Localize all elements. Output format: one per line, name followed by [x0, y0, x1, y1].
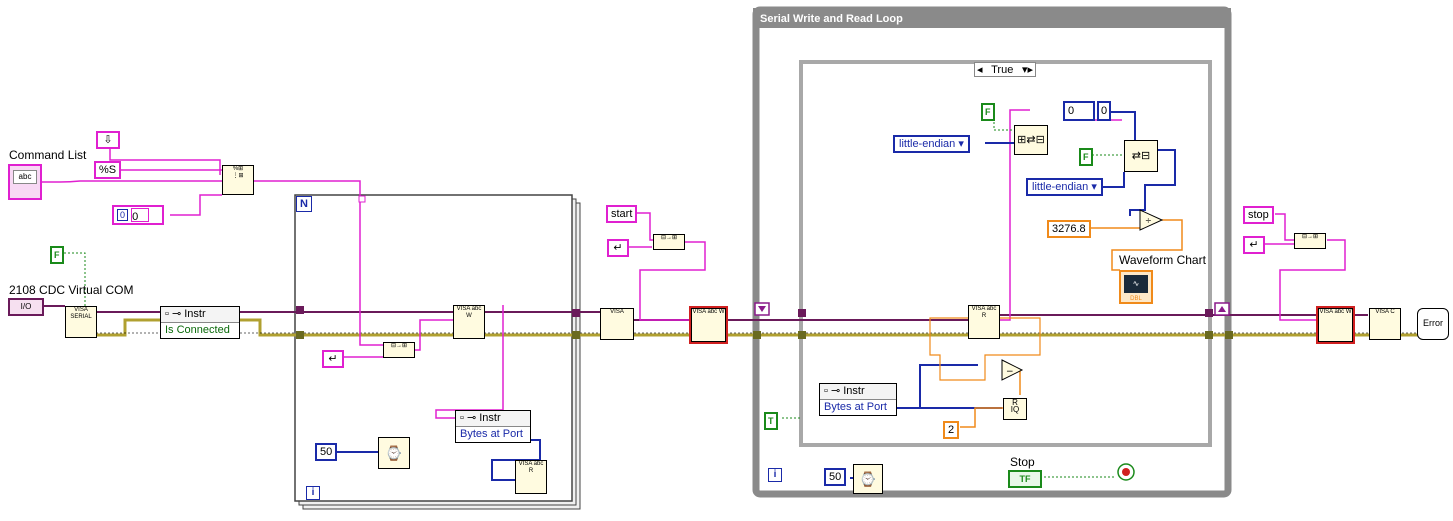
- wait-ms-const-1[interactable]: 50: [315, 443, 338, 461]
- stop-terminal: [1117, 463, 1135, 481]
- array-const[interactable]: 0: [1063, 101, 1095, 121]
- false-const-2[interactable]: F: [981, 103, 995, 121]
- wait-ms-node-2[interactable]: ⌚: [853, 464, 883, 494]
- property-node-class: ▫ ⊸ Instr: [161, 307, 239, 323]
- svg-text:−: −: [1006, 367, 1014, 377]
- property-node-property: Is Connected: [161, 323, 239, 338]
- true-const[interactable]: T: [764, 412, 778, 430]
- case-dropdown-icon[interactable]: ▾▸: [1021, 64, 1033, 76]
- string-wires: [40, 109, 1346, 419]
- visa-flush-node[interactable]: VISA: [600, 308, 634, 340]
- line-feed-const-3[interactable]: ↵: [1243, 236, 1265, 254]
- command-list-icon: abc: [13, 170, 37, 184]
- waveform-chart-terminal[interactable]: ∿ DBL: [1119, 270, 1153, 304]
- subtract-node: −: [1001, 359, 1024, 381]
- scale-const[interactable]: 3276.8: [1047, 220, 1091, 238]
- visa-write-node-1[interactable]: VISA abc W: [453, 305, 485, 339]
- stop-control-label: Stop: [1010, 455, 1035, 469]
- while-loop-index-terminal: i: [768, 468, 782, 482]
- stop-control[interactable]: TF: [1008, 470, 1042, 488]
- bool-wires: [64, 110, 1122, 478]
- line-feed-const-1[interactable]: ↵: [322, 350, 344, 368]
- false-const-1[interactable]: F: [50, 246, 64, 264]
- while-loop-title: Serial Write and Read Loop: [760, 13, 903, 25]
- shift-register-left: [754, 302, 770, 316]
- property-node-bytes-at-port-1[interactable]: ▫ ⊸ Instr Bytes at Port: [455, 410, 531, 443]
- svg-text:÷: ÷: [1145, 216, 1152, 225]
- command-list-label: Command List: [9, 148, 87, 162]
- wait-ms-node-1[interactable]: ⌚: [378, 437, 410, 469]
- for-loop-frame: [294, 194, 581, 510]
- visa-read-node-2[interactable]: VISA abc R: [968, 305, 1000, 339]
- visa-resource-control[interactable]: I/O: [8, 298, 44, 316]
- case-prev-icon[interactable]: ◂: [977, 64, 983, 76]
- visa-close-node[interactable]: VISA C: [1369, 308, 1401, 340]
- error-handler-node[interactable]: Error: [1417, 308, 1449, 340]
- visa-configure-serial-node[interactable]: VISA SERIAL: [65, 306, 97, 338]
- format-string-const[interactable]: %S: [94, 161, 122, 179]
- visa-read-node-1[interactable]: VISA abc R: [515, 460, 547, 494]
- concatenate-node-1[interactable]: ⊟→⊞: [383, 342, 415, 358]
- shift-register-right: [1214, 302, 1230, 316]
- for-loop-index-terminal: i: [306, 486, 320, 500]
- waveform-chart-label: Waveform Chart: [1119, 253, 1206, 267]
- concatenate-node-2[interactable]: ⊟→⊞: [653, 234, 685, 250]
- stop-string-const[interactable]: stop: [1243, 206, 1274, 224]
- two-const[interactable]: 2: [943, 421, 960, 439]
- case-structure-frame: [799, 60, 1212, 447]
- type-cast-node[interactable]: ⇄⊟: [1124, 140, 1158, 172]
- arrow-down-const[interactable]: ⇩: [96, 131, 120, 149]
- chart-icon: ∿: [1124, 275, 1148, 293]
- case-selector-value: True: [991, 64, 1014, 76]
- line-feed-const-2[interactable]: ↵: [607, 239, 629, 257]
- endian-const-1[interactable]: little-endian ▾: [893, 135, 970, 153]
- endian-dropdown-icon[interactable]: ▾: [958, 138, 964, 150]
- for-loop-count-terminal: N: [296, 196, 312, 212]
- endian-dropdown-icon-2[interactable]: ▾: [1091, 181, 1097, 193]
- start-const[interactable]: start: [606, 205, 638, 223]
- array-element[interactable]: 0: [1097, 101, 1111, 121]
- case-selector[interactable]: ◂ True ▾▸: [974, 62, 1036, 77]
- wait-ms-const-2[interactable]: 50: [824, 468, 847, 486]
- visa-write-node-3[interactable]: VISA abc W: [1316, 306, 1355, 344]
- command-list-control[interactable]: abc: [8, 164, 42, 200]
- visa-write-node-2[interactable]: VISA abc W: [689, 306, 728, 344]
- concatenate-node-3[interactable]: ⊟→⊞: [1294, 233, 1326, 249]
- index-array-const[interactable]: 0 0: [112, 205, 164, 225]
- false-const-3[interactable]: F: [1079, 148, 1093, 166]
- dbl-wires: [929, 219, 1183, 428]
- endian-const-2[interactable]: little-endian ▾: [1026, 178, 1103, 196]
- property-node-is-connected[interactable]: ▫ ⊸ Instr Is Connected: [160, 306, 240, 339]
- visa-resource-label: 2108 CDC Virtual COM: [9, 283, 134, 297]
- divide-node: ÷: [1139, 209, 1164, 231]
- format-into-string-node[interactable]: %⊞⋮⊞: [222, 165, 254, 195]
- unflatten-node[interactable]: ⊞⇄⊟: [1014, 125, 1048, 155]
- property-node-bytes-at-port-2[interactable]: ▫ ⊸ Instr Bytes at Port: [819, 383, 897, 416]
